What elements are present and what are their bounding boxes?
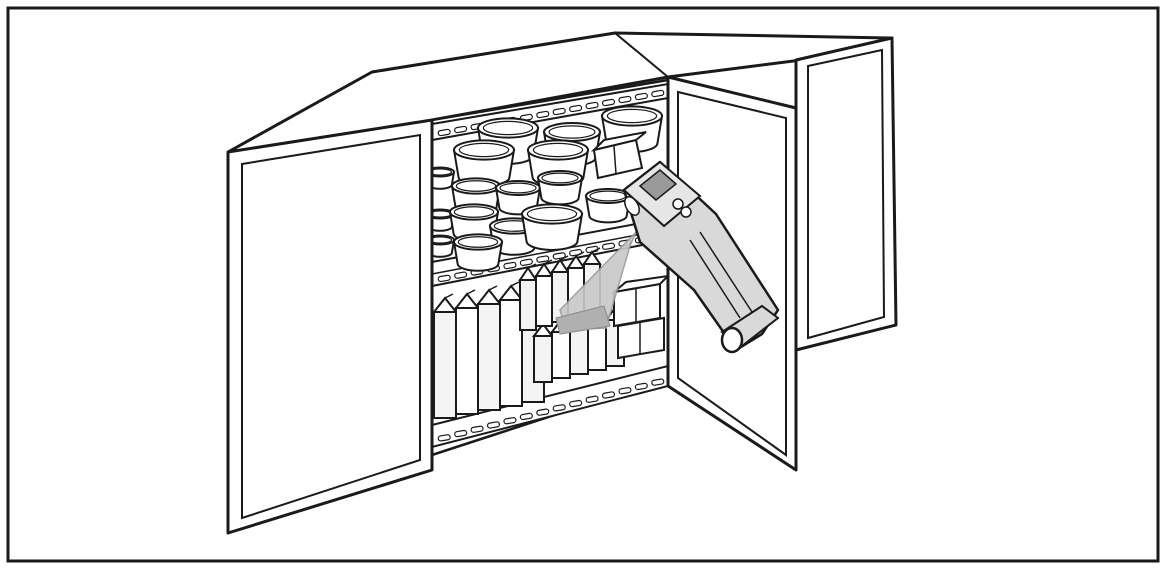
- rail-hole: [503, 261, 517, 270]
- rail-hole: [601, 391, 616, 399]
- cabinet-top-edge: [614, 32, 669, 78]
- rail-hole: [634, 382, 648, 391]
- thermometer-display: [638, 169, 678, 201]
- food-containers: [424, 105, 664, 272]
- rail-hole: [585, 101, 599, 110]
- rail-hole: [569, 399, 583, 408]
- thermometer-button: [672, 198, 684, 210]
- left-door: [226, 118, 434, 535]
- rail-hole: [437, 434, 451, 442]
- thermometer-button: [680, 206, 692, 218]
- rail-hole: [454, 271, 468, 279]
- rail-hole: [437, 274, 451, 283]
- rail-hole: [552, 404, 566, 412]
- food-container: [536, 169, 584, 206]
- rail-hole: [437, 128, 451, 137]
- rail-hole: [470, 425, 484, 433]
- rail-hole: [634, 92, 648, 101]
- rail-hole: [651, 89, 665, 98]
- rail-hole: [585, 395, 599, 403]
- rail-hole: [536, 408, 550, 416]
- outer-frame: [6, 6, 1160, 563]
- rail-hole: [618, 387, 632, 395]
- rail-hole: [601, 98, 616, 107]
- stacked-boxes: [610, 274, 671, 360]
- rail-hole: [454, 429, 468, 438]
- right-cabinet-side: [794, 36, 898, 352]
- rail-hole: [486, 421, 501, 429]
- rail-hole: [519, 412, 533, 421]
- rail-hole: [552, 107, 566, 116]
- food-container: [520, 203, 584, 251]
- food-container: [584, 187, 632, 224]
- rail-hole: [536, 110, 550, 119]
- rail-hole: [618, 95, 632, 104]
- rail-hole: [601, 242, 616, 250]
- food-container: [452, 233, 504, 272]
- carton: [475, 285, 503, 411]
- rail-hole: [651, 378, 665, 386]
- food-container: [448, 203, 500, 242]
- rail-hole: [536, 255, 550, 263]
- carton: [518, 263, 538, 331]
- rail-hole: [519, 258, 533, 266]
- carton: [497, 281, 525, 407]
- rail-hole: [454, 125, 468, 134]
- rail-hole: [569, 104, 583, 113]
- beam-target-spot: [555, 305, 611, 335]
- rail-hole: [503, 417, 517, 425]
- carton: [453, 289, 481, 415]
- small-box-top-shelf: [590, 131, 647, 180]
- thermometer-lens: [720, 326, 744, 354]
- rail-hole: [552, 252, 566, 260]
- infrared-thermometer-icon: [622, 160, 780, 354]
- carton: [431, 293, 459, 419]
